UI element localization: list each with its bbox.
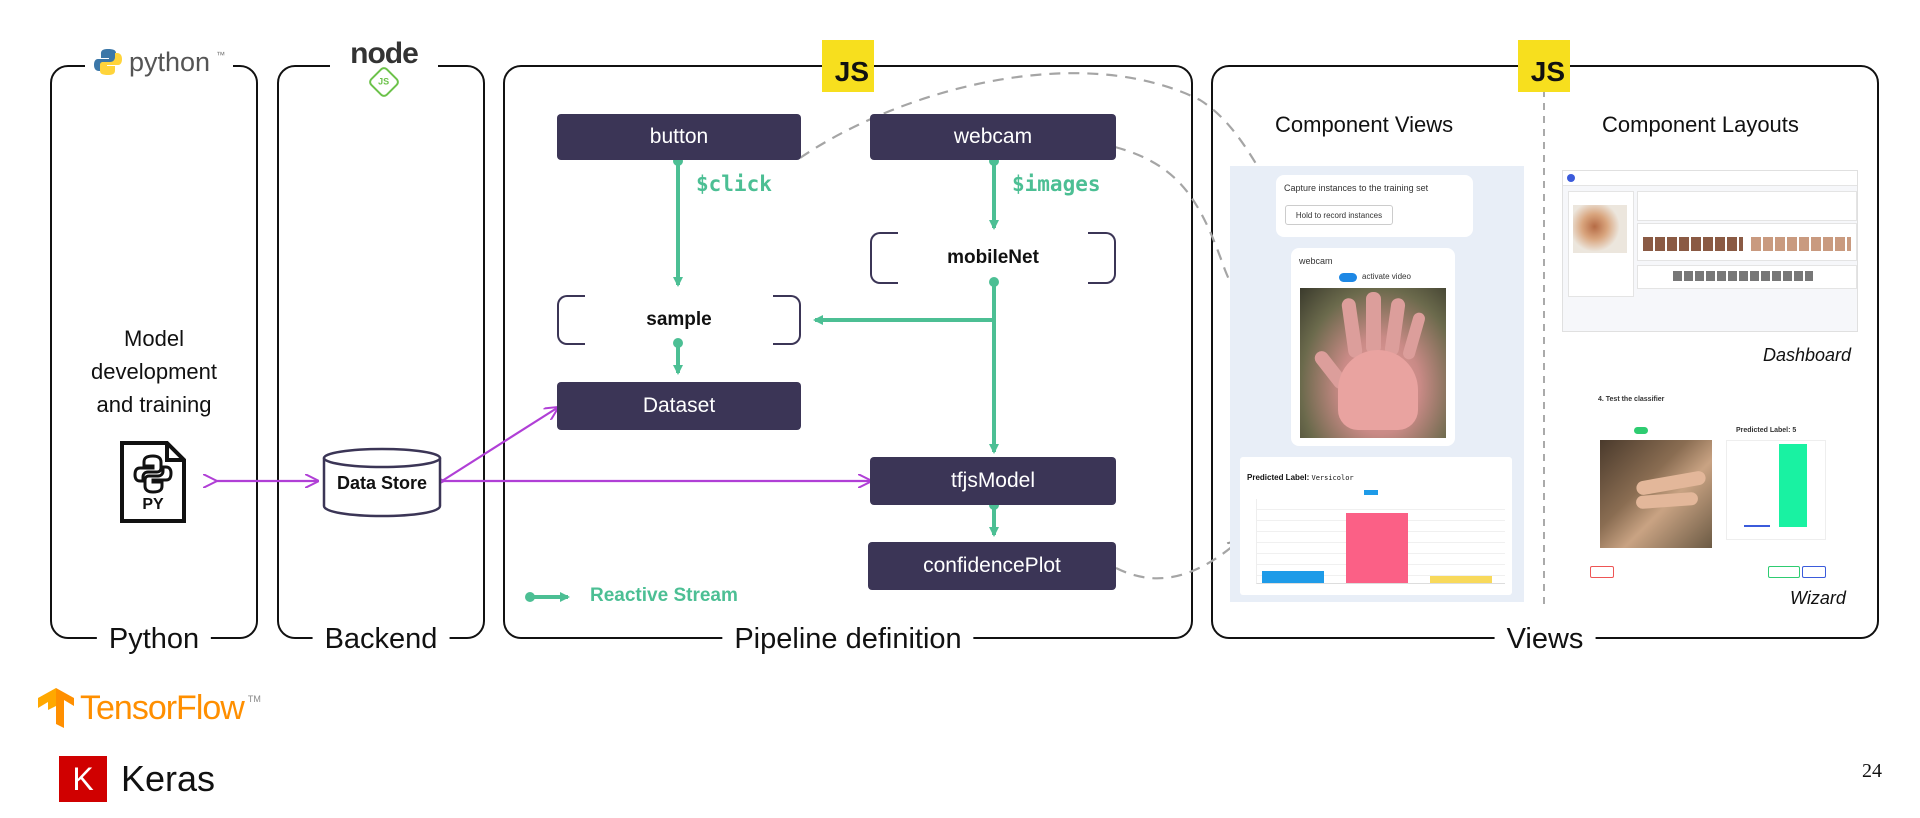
node-logo: node JS	[330, 37, 438, 99]
click-stream-label: $click	[696, 172, 772, 196]
sample-bracket-right	[773, 295, 801, 345]
python-description-line-1: Model	[124, 326, 184, 351]
wizard-step-title: 4. Test the classifier	[1598, 396, 1665, 403]
mobilenet-bracket-left	[870, 232, 898, 284]
python-file-icon: PY	[119, 440, 187, 524]
views-js-badge: JS	[1518, 40, 1570, 92]
wizard-clear-button[interactable]	[1590, 566, 1614, 578]
tensorflow-logo: TensorFlow TM	[36, 686, 261, 730]
python-snake-icon	[94, 49, 122, 75]
button-node: button	[557, 114, 801, 160]
webcam-card: webcam activate video	[1291, 248, 1455, 446]
python-logo-text: python	[129, 46, 211, 77]
sample-operator: sample	[557, 295, 801, 345]
keras-badge: K	[59, 756, 107, 802]
sample-bracket-left	[557, 295, 585, 345]
mobilenet-label: mobileNet	[947, 247, 1039, 268]
plot-predicted-title: Predicted Label:	[1247, 473, 1310, 482]
dashboard-label: Dashboard	[1763, 345, 1852, 365]
plot-legend-swatch	[1364, 490, 1378, 495]
dataset-node: Dataset	[557, 382, 801, 430]
plot-bar-virginica	[1430, 576, 1492, 583]
wizard-screenshot: 4. Test the classifier Predicted Label: …	[1586, 386, 1840, 584]
webcam-node: webcam	[870, 114, 1116, 160]
mobilenet-operator: mobileNet	[870, 232, 1116, 284]
keras-logo: K Keras	[59, 756, 215, 802]
views-panel-label: Views	[1494, 622, 1596, 656]
webcam-card-title: webcam	[1299, 256, 1333, 266]
wizard-chart	[1726, 440, 1826, 540]
python-logo-tm: ™	[216, 50, 226, 60]
pipeline-js-badge: JS	[822, 40, 874, 92]
capture-card-title: Capture instances to the training set	[1284, 183, 1429, 193]
activate-video-label: activate video	[1362, 272, 1411, 281]
confidenceplot-node: confidencePlot	[868, 542, 1116, 590]
wizard-bar-high	[1779, 444, 1807, 527]
webcam-hand-image	[1300, 288, 1446, 438]
component-views-heading: Component Views	[1275, 112, 1454, 137]
pipeline-panel-label: Pipeline definition	[722, 622, 974, 656]
python-file-label: PY	[142, 496, 164, 513]
capture-card: Capture instances to the training set Ho…	[1276, 175, 1473, 237]
keras-text: Keras	[121, 758, 216, 799]
sample-label: sample	[646, 309, 712, 330]
wizard-previous-button[interactable]	[1768, 566, 1800, 578]
wizard-toggle	[1634, 427, 1648, 434]
dashboard-thumbnail	[1573, 205, 1627, 253]
page-number: 24	[1862, 760, 1882, 782]
tensorflow-tm: TM	[247, 694, 261, 704]
tensorflow-text: TensorFlow	[80, 688, 245, 727]
component-layouts-heading: Component Layouts	[1602, 112, 1799, 137]
wizard-predicted-label: Predicted Label: 5	[1736, 427, 1797, 434]
wizard-hand-image	[1600, 440, 1712, 548]
python-description: Model development and training	[58, 322, 250, 421]
wizard-label: Wizard	[1790, 588, 1846, 608]
python-panel-label: Python	[96, 622, 212, 656]
plot-predicted-row: Predicted Label: Versicolor	[1247, 473, 1354, 482]
reactive-stream-legend: Reactive Stream	[590, 585, 738, 606]
plot-bar-versicolor	[1346, 513, 1408, 583]
plot-bar-setosa	[1262, 571, 1324, 583]
backend-panel-label: Backend	[312, 622, 450, 656]
python-description-line-2: development	[91, 359, 217, 384]
node-logo-text: node	[350, 37, 419, 70]
tensorflow-icon	[38, 688, 74, 728]
data-store: Data Store	[322, 446, 442, 518]
python-description-line-3: and training	[96, 392, 212, 417]
python-logo: python ™	[85, 44, 234, 80]
reactive-streams	[525, 156, 999, 602]
capture-record-button[interactable]: Hold to record instances	[1285, 205, 1393, 225]
wizard-bar-low	[1744, 525, 1770, 527]
node-logo-sub: JS	[378, 76, 390, 87]
node-js-hexagon-icon: JS	[367, 65, 401, 99]
confidence-plot-card: Predicted Label: Versicolor	[1240, 457, 1512, 595]
wizard-next-button[interactable]	[1802, 566, 1826, 578]
activate-video-toggle[interactable]	[1339, 273, 1357, 282]
view-links	[799, 72, 1295, 580]
data-links	[215, 408, 870, 481]
tfjsmodel-node: tfjsModel	[870, 457, 1116, 505]
mobilenet-bracket-right	[1088, 232, 1116, 284]
plot-predicted-value: Versicolor	[1311, 474, 1354, 482]
images-stream-label: $images	[1012, 172, 1101, 196]
data-store-label: Data Store	[336, 473, 428, 493]
dashboard-screenshot	[1562, 170, 1858, 332]
